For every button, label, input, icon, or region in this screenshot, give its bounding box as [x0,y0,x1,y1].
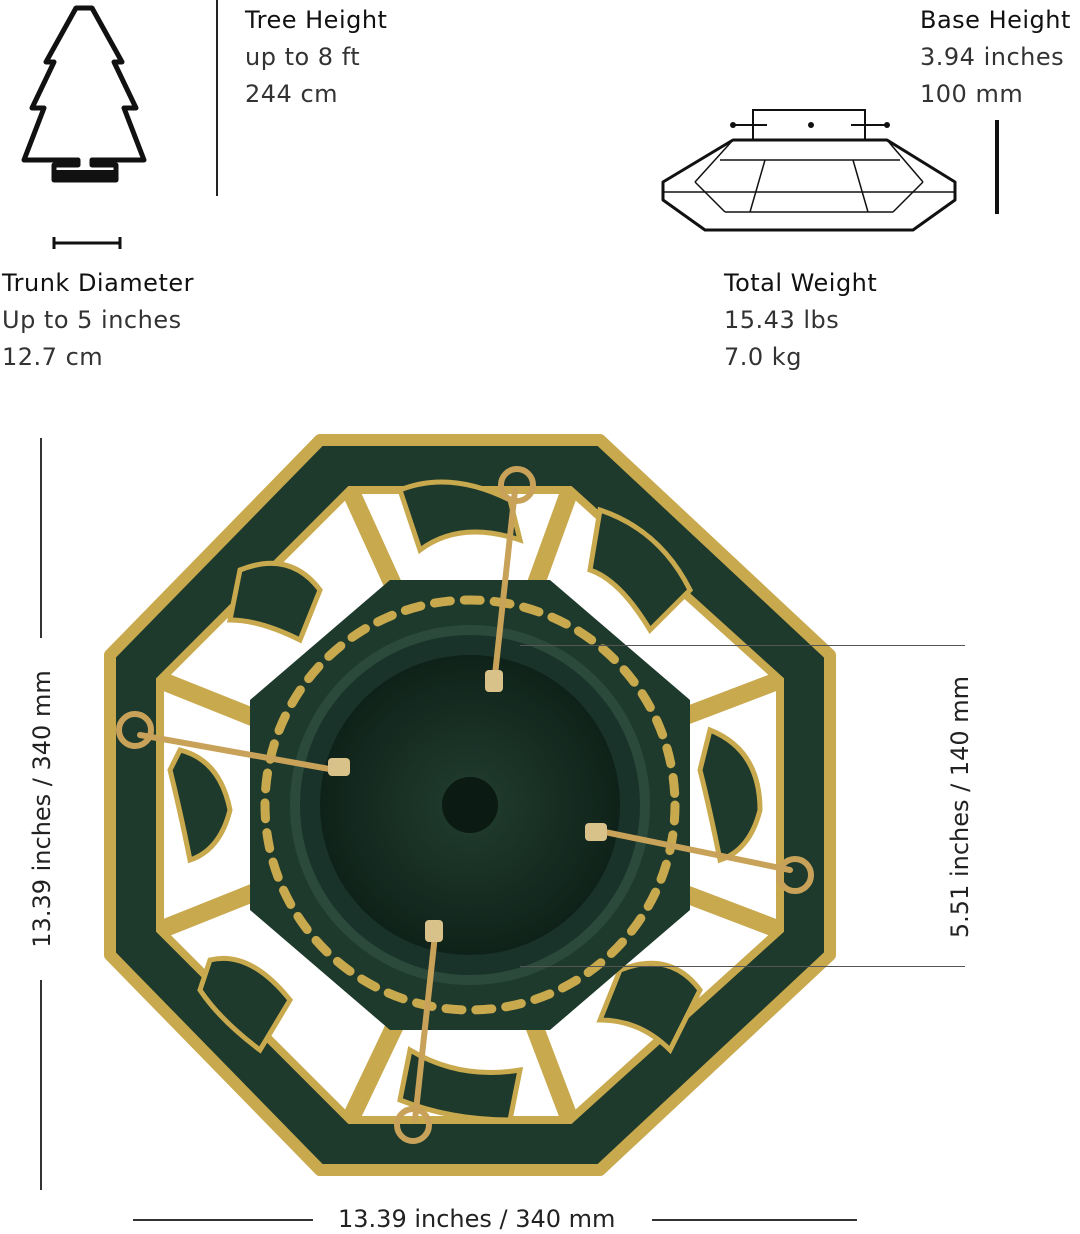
tree-stand-image [100,430,860,1200]
base-height-spec: Base Height 3.94 inches 100 mm [920,2,1071,113]
base-height-label: Base Height [920,6,1071,34]
inner-dim-line-top [520,645,965,646]
total-weight-label: Total Weight [724,269,878,297]
stand-profile-icon [655,100,1015,240]
total-weight-value-kg: 7.0 kg [724,343,802,371]
tree-height-value-ft: up to 8 ft [245,43,361,71]
height-dim-line-bottom [40,980,42,1190]
total-weight-spec: Total Weight 15.43 lbs 7.0 kg [724,265,877,376]
inner-dimension-label: 5.51 inches / 140 mm [946,675,974,939]
width-dim-line-left [133,1219,313,1221]
inner-dim-line-bottom [520,966,965,967]
tree-outline-icon [20,0,150,250]
base-height-value-in: 3.94 inches [920,43,1065,71]
trunk-diameter-label: Trunk Diameter [2,269,194,297]
trunk-diameter-value-cm: 12.7 cm [2,343,104,371]
tree-height-value-cm: 244 cm [245,80,339,108]
trunk-diameter-spec: Trunk Diameter Up to 5 inches 12.7 cm [2,265,194,376]
width-dim-line-right [652,1219,857,1221]
height-dimension-label: 13.39 inches / 340 mm [28,670,56,948]
base-height-value-mm: 100 mm [920,80,1024,108]
tree-height-spec: Tree Height up to 8 ft 244 cm [245,2,387,113]
tree-height-label: Tree Height [245,6,388,34]
width-dimension-label: 13.39 inches / 340 mm [338,1205,616,1233]
tree-height-line [216,0,218,196]
height-dim-line-top [40,438,42,638]
trunk-diameter-value-in: Up to 5 inches [2,306,182,334]
total-weight-value-lbs: 15.43 lbs [724,306,840,334]
